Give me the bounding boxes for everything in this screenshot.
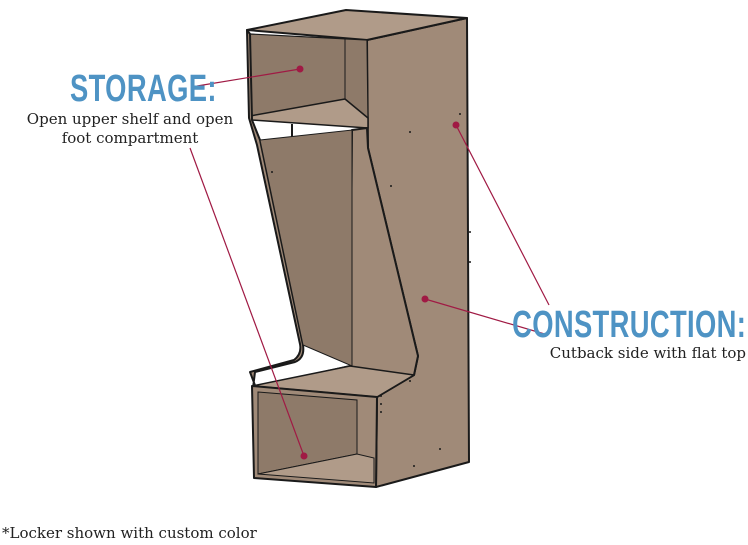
storage-title: STORAGE: — [70, 68, 217, 110]
storage-description-line-1: Open upper shelf and open — [26, 110, 234, 128]
callout-lines — [189, 68, 550, 457]
storage-dot-upper — [296, 65, 304, 73]
storage-description: Open upper shelf and open foot compartme… — [0, 110, 260, 148]
storage-description-line-2: foot compartment — [61, 129, 199, 147]
construction-title: CONSTRUCTION: — [511, 304, 746, 346]
storage-leader-lower — [189, 147, 305, 457]
locker-left-cutback-panel — [246, 29, 419, 398]
foot-compartment-floor — [257, 453, 375, 484]
construction-leader-lower — [424, 298, 549, 336]
callout-dots — [296, 65, 460, 460]
rivets — [271, 113, 471, 467]
locker-interior-back — [259, 129, 353, 367]
construction-dot-upper — [452, 121, 460, 129]
construction-dot-lower — [421, 295, 429, 303]
storage-leader-upper — [196, 68, 301, 87]
locker-top-panel — [246, 9, 468, 41]
construction-description: Cutback side with flat top — [549, 344, 746, 362]
construction-leader-upper — [455, 124, 550, 306]
storage-dot-lower — [300, 452, 308, 460]
footnote: *Locker shown with custom color — [2, 524, 257, 542]
